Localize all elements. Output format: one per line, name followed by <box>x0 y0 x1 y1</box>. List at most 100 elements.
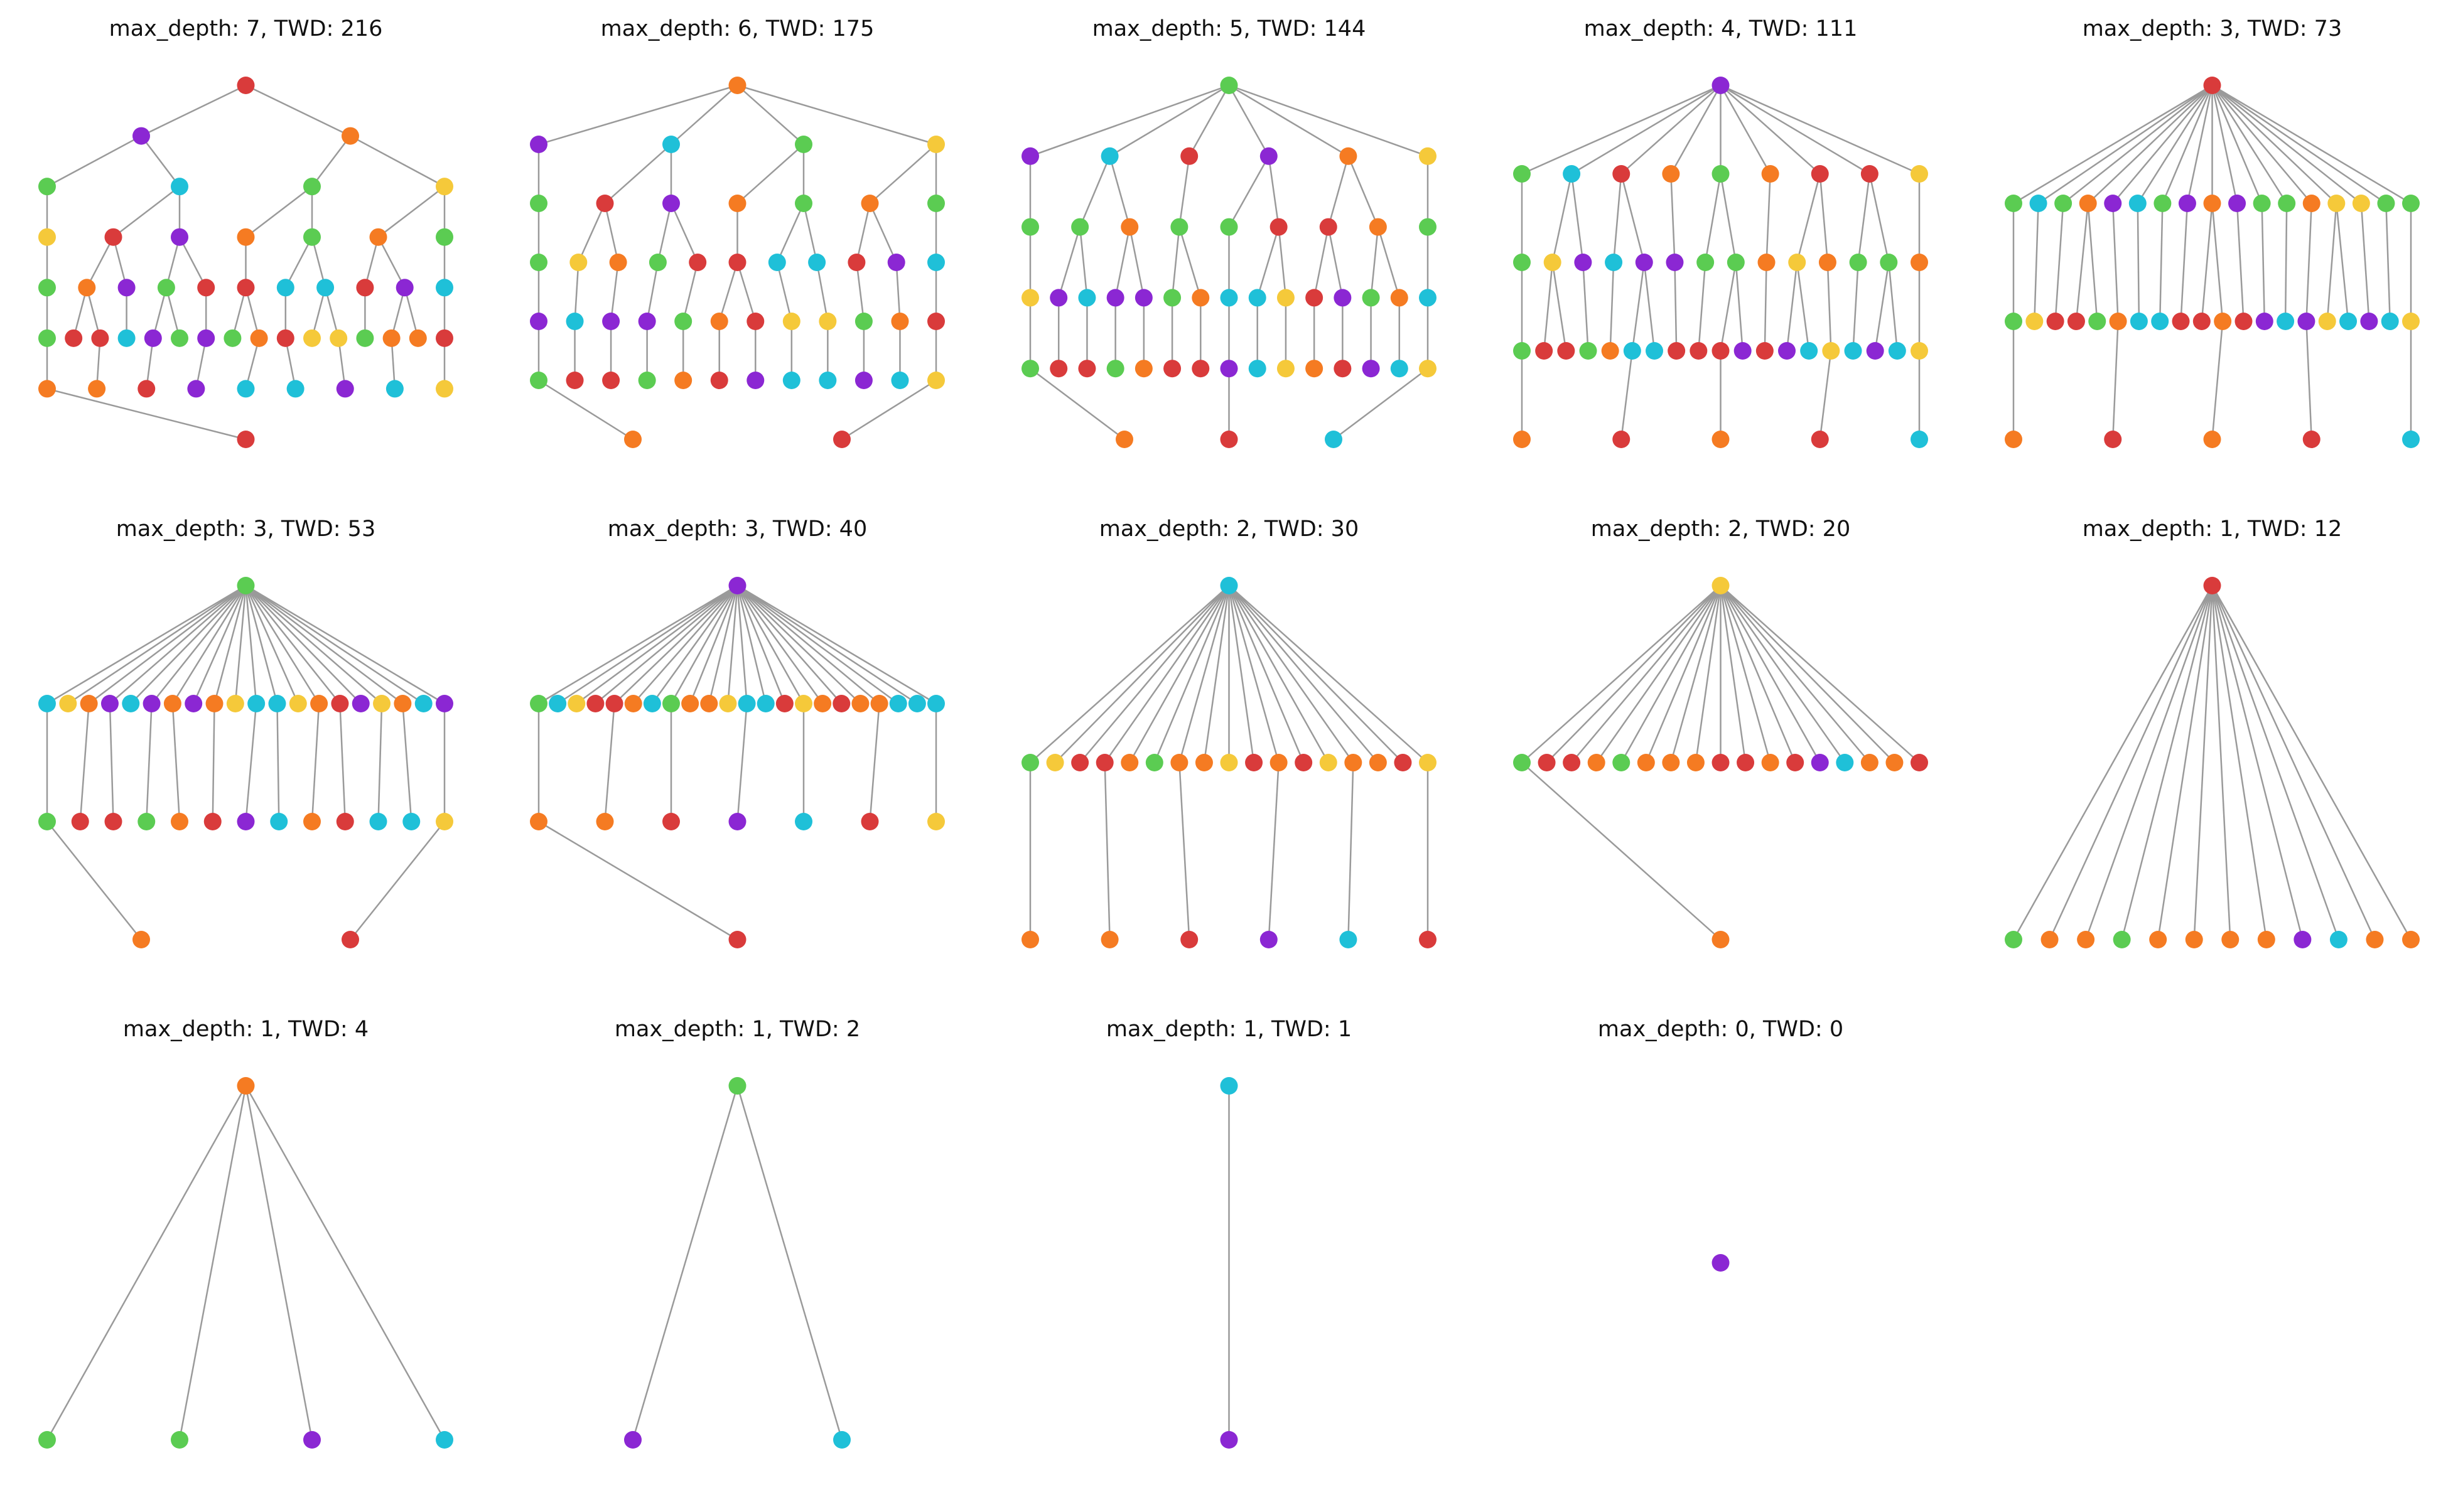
graph-node-cyan <box>385 380 404 398</box>
graph-edge <box>1054 585 1230 763</box>
panel-title: max_depth: 2, TWD: 30 <box>1099 517 1359 542</box>
edge-group <box>537 584 937 941</box>
graph-node-cyan <box>1623 342 1641 360</box>
graph-edge <box>1551 262 1567 351</box>
graph-node-yellow <box>927 372 945 389</box>
graph-edge <box>1720 84 1870 175</box>
graph-node-orange <box>1170 754 1189 771</box>
graph-node-green <box>530 695 547 712</box>
graph-node-yellow <box>1220 754 1238 771</box>
graph-node-green <box>649 254 667 271</box>
graph-edge <box>2084 585 2213 940</box>
graph-edge <box>1228 585 1305 763</box>
graph-svg <box>38 77 453 448</box>
graph-edge <box>2211 85 2288 204</box>
graph-node-orange <box>369 228 387 246</box>
graph-edge <box>2211 85 2263 204</box>
graph-edge <box>1278 227 1287 298</box>
graph-edge <box>1228 84 1349 157</box>
graph-node-cyan <box>38 695 56 712</box>
graph-edge <box>1720 585 1771 763</box>
graph-node-yellow <box>1276 289 1295 307</box>
graph-edge <box>1720 173 1737 263</box>
graph-edge <box>736 144 804 204</box>
graph-node-cyan <box>237 380 255 398</box>
graph-edge <box>350 135 445 188</box>
graph-edge <box>151 585 247 704</box>
graph-svg <box>624 1077 851 1449</box>
graph-node-orange <box>700 695 718 712</box>
graph-node-green <box>2253 195 2271 212</box>
graph-edge <box>718 262 738 322</box>
node-group <box>2005 77 2420 448</box>
graph-node-yellow <box>795 695 812 712</box>
graph-node-green <box>530 254 547 271</box>
graph-node-cyan <box>889 695 907 712</box>
graph-edge <box>604 203 619 263</box>
graph-edge <box>737 84 937 146</box>
graph-edge <box>1203 585 1230 763</box>
graph-node-green <box>1513 165 1531 183</box>
graph-node-red <box>1690 342 1708 360</box>
graph-node-red <box>566 372 584 389</box>
graph-node-red <box>2067 313 2085 330</box>
graph-edge <box>2062 85 2213 204</box>
graph-svg <box>2005 577 2420 948</box>
graph-panel: max_depth: 5, TWD: 144 <box>983 11 1475 512</box>
graph-node-red <box>1394 754 1412 771</box>
graph-node-purple <box>132 127 150 145</box>
graph-node-green <box>2088 313 2106 330</box>
graph-edge <box>213 585 247 704</box>
graph-node-purple <box>2294 931 2312 948</box>
graph-node-purple <box>303 1431 321 1449</box>
graph-edge <box>1228 156 1269 228</box>
graph-edge <box>682 262 699 322</box>
graph-panel: max_depth: 1, TWD: 12 <box>1966 512 2458 1012</box>
graph-edge <box>1796 173 1821 263</box>
graph-node-red <box>596 195 614 212</box>
graph-node-red <box>1050 360 1068 378</box>
graph-edge <box>212 703 215 822</box>
graph-node-yellow <box>2352 195 2370 212</box>
graph-node-cyan <box>117 329 136 347</box>
graph-node-purple <box>143 695 161 712</box>
graph-node-green <box>1849 254 1867 271</box>
graph-node-orange <box>1305 360 1323 378</box>
graph-edge <box>2211 85 2238 204</box>
graph-node-purple <box>1635 254 1653 271</box>
graph-node-orange <box>2402 931 2420 948</box>
node-group <box>1021 577 1437 948</box>
graph-node-cyan <box>1248 289 1266 307</box>
graph-edge <box>610 262 619 322</box>
graph-node-purple <box>117 279 136 297</box>
panel-title: max_depth: 3, TWD: 73 <box>2082 16 2342 41</box>
graph-node-cyan <box>927 254 945 271</box>
graph-node-orange <box>861 195 879 212</box>
graph-node-red <box>1535 342 1553 360</box>
edge-group <box>1029 84 1429 440</box>
graph-node-purple <box>1866 342 1884 360</box>
graph-node-orange <box>237 228 255 246</box>
graph-node-cyan <box>2277 313 2295 330</box>
graph-node-red <box>689 254 707 271</box>
graph-edge <box>1178 156 1190 227</box>
graph-edge <box>1178 585 1230 763</box>
graph-node-purple <box>352 695 370 712</box>
graph-edge <box>109 703 114 822</box>
graph-node-orange <box>1135 360 1153 378</box>
graph-node-orange <box>1269 754 1288 771</box>
graph-node-orange <box>1911 254 1928 271</box>
graph-node-red <box>833 431 851 448</box>
graph-edge <box>2121 585 2213 940</box>
graph-node-cyan <box>1844 342 1862 360</box>
graph-edge <box>670 203 699 263</box>
graph-node-purple <box>1220 360 1238 378</box>
graph-node-orange <box>681 695 699 712</box>
graph-edge <box>130 585 247 704</box>
graph-edge <box>311 703 320 822</box>
graph-node-yellow <box>1021 289 1039 307</box>
graph-node-orange <box>1369 754 1387 771</box>
graph-node-purple <box>187 380 205 398</box>
graph-edge <box>377 237 406 288</box>
graph-node-red <box>2302 431 2321 448</box>
